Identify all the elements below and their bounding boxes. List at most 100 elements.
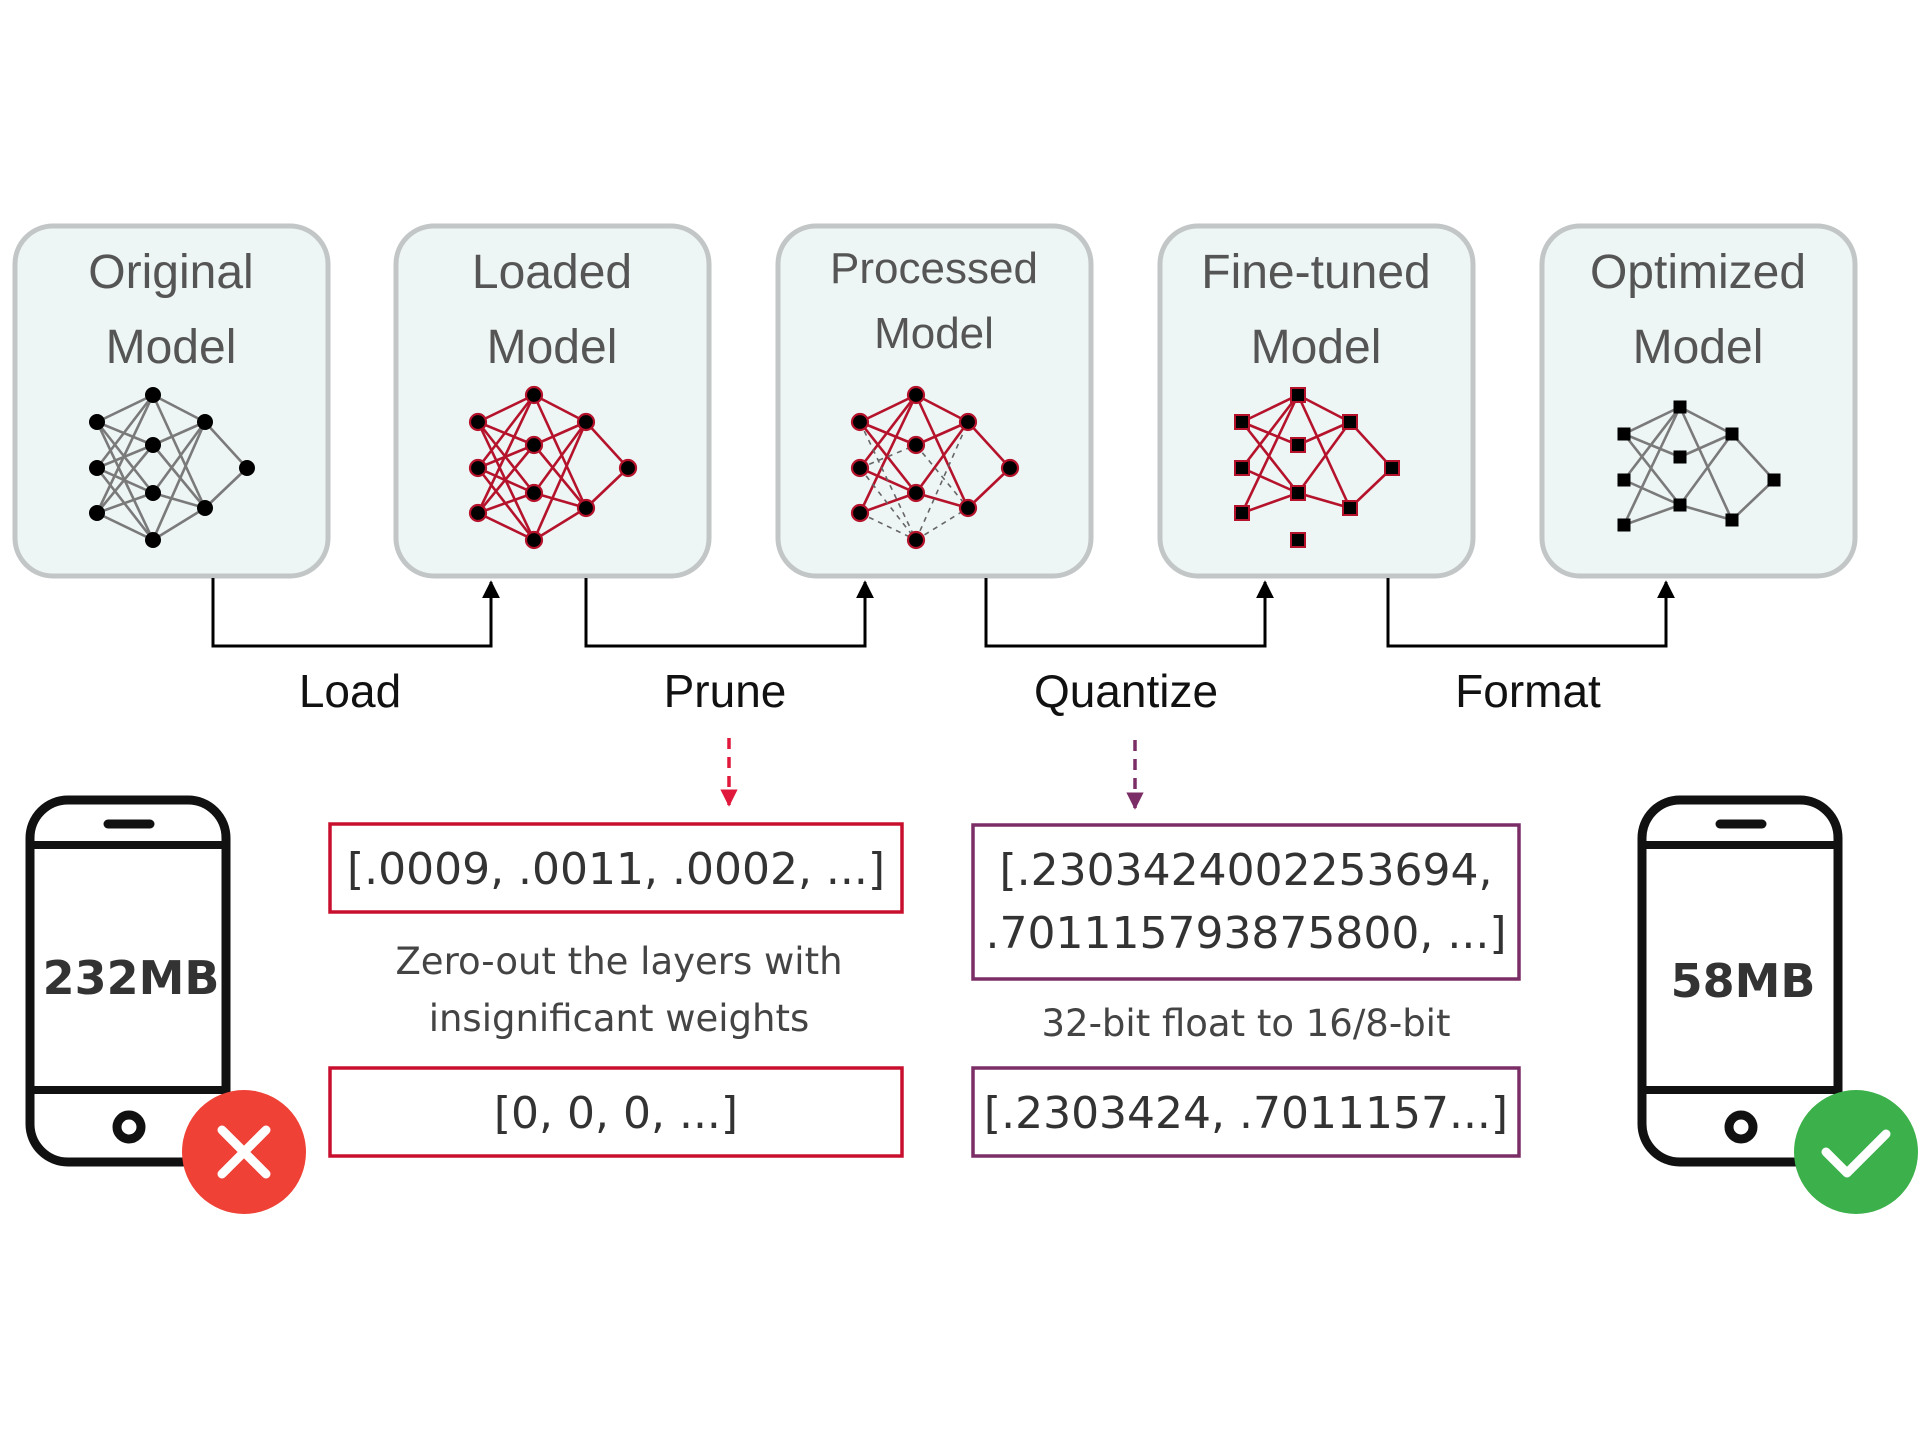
network-node bbox=[1725, 427, 1739, 441]
network-node bbox=[1342, 414, 1358, 430]
neural-network-icon bbox=[89, 387, 255, 548]
network-connection bbox=[533, 420, 587, 447]
network-node bbox=[1342, 500, 1358, 516]
network-connection bbox=[532, 421, 588, 494]
network-node bbox=[145, 532, 161, 548]
model-size-after: 58MB bbox=[1671, 954, 1816, 1008]
network-node bbox=[239, 460, 255, 476]
network-node bbox=[1290, 485, 1306, 501]
prune-after-values: [0, 0, 0, ...] bbox=[494, 1088, 738, 1139]
network-node bbox=[89, 505, 105, 521]
network-node bbox=[906, 530, 926, 550]
network-node bbox=[1673, 450, 1687, 464]
network-node bbox=[197, 500, 213, 516]
network-connection bbox=[1297, 491, 1351, 510]
network-connection bbox=[151, 421, 207, 494]
network-connection bbox=[96, 491, 154, 515]
network-connection bbox=[585, 421, 629, 469]
stage-processed-model: Processed Model bbox=[775, 223, 1094, 579]
network-node bbox=[576, 412, 596, 432]
network-connection bbox=[1241, 466, 1299, 495]
network-connection bbox=[1240, 421, 1300, 494]
network-connection bbox=[1623, 503, 1681, 527]
network-connection bbox=[204, 467, 248, 509]
quantize-caption: 32-bit float to 16/8-bit bbox=[1042, 1002, 1451, 1045]
connector-load bbox=[211, 578, 500, 648]
network-connection bbox=[914, 394, 970, 509]
network-connection bbox=[95, 394, 155, 514]
stage-title-line1: Loaded bbox=[472, 246, 632, 299]
network-connection bbox=[1623, 478, 1681, 507]
network-connection bbox=[1240, 394, 1300, 514]
network-node bbox=[906, 483, 926, 503]
network-node bbox=[1767, 473, 1781, 487]
network-node bbox=[524, 435, 544, 455]
network-connection bbox=[95, 444, 155, 514]
step-label-quantize: Quantize bbox=[1034, 665, 1218, 717]
network-connection bbox=[96, 393, 154, 424]
network-node bbox=[468, 503, 488, 523]
network-node bbox=[468, 458, 488, 478]
network-connection bbox=[151, 421, 207, 541]
network-connection bbox=[476, 394, 536, 514]
network-connection bbox=[1731, 433, 1775, 481]
stage-title-line2: Model bbox=[1251, 321, 1382, 374]
network-connection bbox=[1731, 479, 1775, 521]
pruned-connection bbox=[859, 512, 917, 541]
network-connection bbox=[532, 444, 588, 509]
network-connection bbox=[915, 393, 969, 424]
network-node bbox=[1290, 387, 1306, 403]
connector-format bbox=[1386, 578, 1675, 648]
network-connection bbox=[1622, 433, 1682, 506]
network-connection bbox=[477, 393, 535, 424]
network-node bbox=[1725, 513, 1739, 527]
network-node bbox=[524, 530, 544, 550]
quantize-before-values-line1: [.2303424002253694, bbox=[999, 845, 1492, 896]
check-mark-icon bbox=[1794, 1090, 1918, 1214]
network-connection bbox=[1679, 432, 1733, 459]
quantize-after-values: [.2303424, .7011157...] bbox=[984, 1088, 1508, 1139]
network-connection bbox=[1622, 406, 1682, 526]
stage-title-line1: Fine-tuned bbox=[1201, 246, 1430, 299]
connector-quantize bbox=[984, 578, 1274, 648]
network-connection bbox=[476, 394, 536, 469]
network-connection bbox=[858, 394, 918, 514]
network-node bbox=[524, 483, 544, 503]
stage-title-line1: Optimized bbox=[1590, 246, 1806, 299]
stage-optimized-model: Optimized Model bbox=[1539, 223, 1858, 579]
phone-after: 58MB bbox=[1637, 795, 1843, 1167]
step-label-format: Format bbox=[1455, 665, 1601, 717]
network-node bbox=[145, 485, 161, 501]
network-connection bbox=[533, 506, 587, 542]
network-node bbox=[1000, 458, 1020, 478]
model-size-before: 232MB bbox=[43, 951, 220, 1005]
prune-after-box bbox=[328, 1066, 904, 1158]
network-connection bbox=[1622, 406, 1682, 481]
network-node bbox=[850, 458, 870, 478]
network-node bbox=[1234, 505, 1250, 521]
step-label-prune: Prune bbox=[664, 665, 787, 717]
network-connection bbox=[1241, 393, 1299, 424]
network-connection bbox=[1241, 420, 1299, 447]
stage-title-line2: Model bbox=[874, 309, 994, 358]
network-connection bbox=[859, 393, 917, 424]
network-node bbox=[1673, 498, 1687, 512]
quantize-after-box bbox=[971, 1066, 1521, 1158]
prune-caption-line2: insignificant weights bbox=[429, 997, 810, 1040]
network-node bbox=[1234, 414, 1250, 430]
stage-original-model: Original Model bbox=[12, 223, 331, 579]
network-connection bbox=[1240, 394, 1300, 469]
network-connection bbox=[915, 420, 969, 447]
network-node bbox=[145, 387, 161, 403]
neural-network-icon bbox=[468, 385, 638, 550]
prune-before-box bbox=[328, 822, 904, 914]
network-connection bbox=[96, 511, 154, 542]
network-connection bbox=[152, 491, 206, 510]
network-node bbox=[850, 503, 870, 523]
network-node bbox=[197, 414, 213, 430]
stage-title-line2: Model bbox=[106, 321, 237, 374]
prune-detail: [.0009, .0011, .0002, ...] Zero-out the … bbox=[328, 822, 904, 1158]
network-node bbox=[1290, 532, 1306, 548]
network-connection bbox=[859, 420, 917, 447]
